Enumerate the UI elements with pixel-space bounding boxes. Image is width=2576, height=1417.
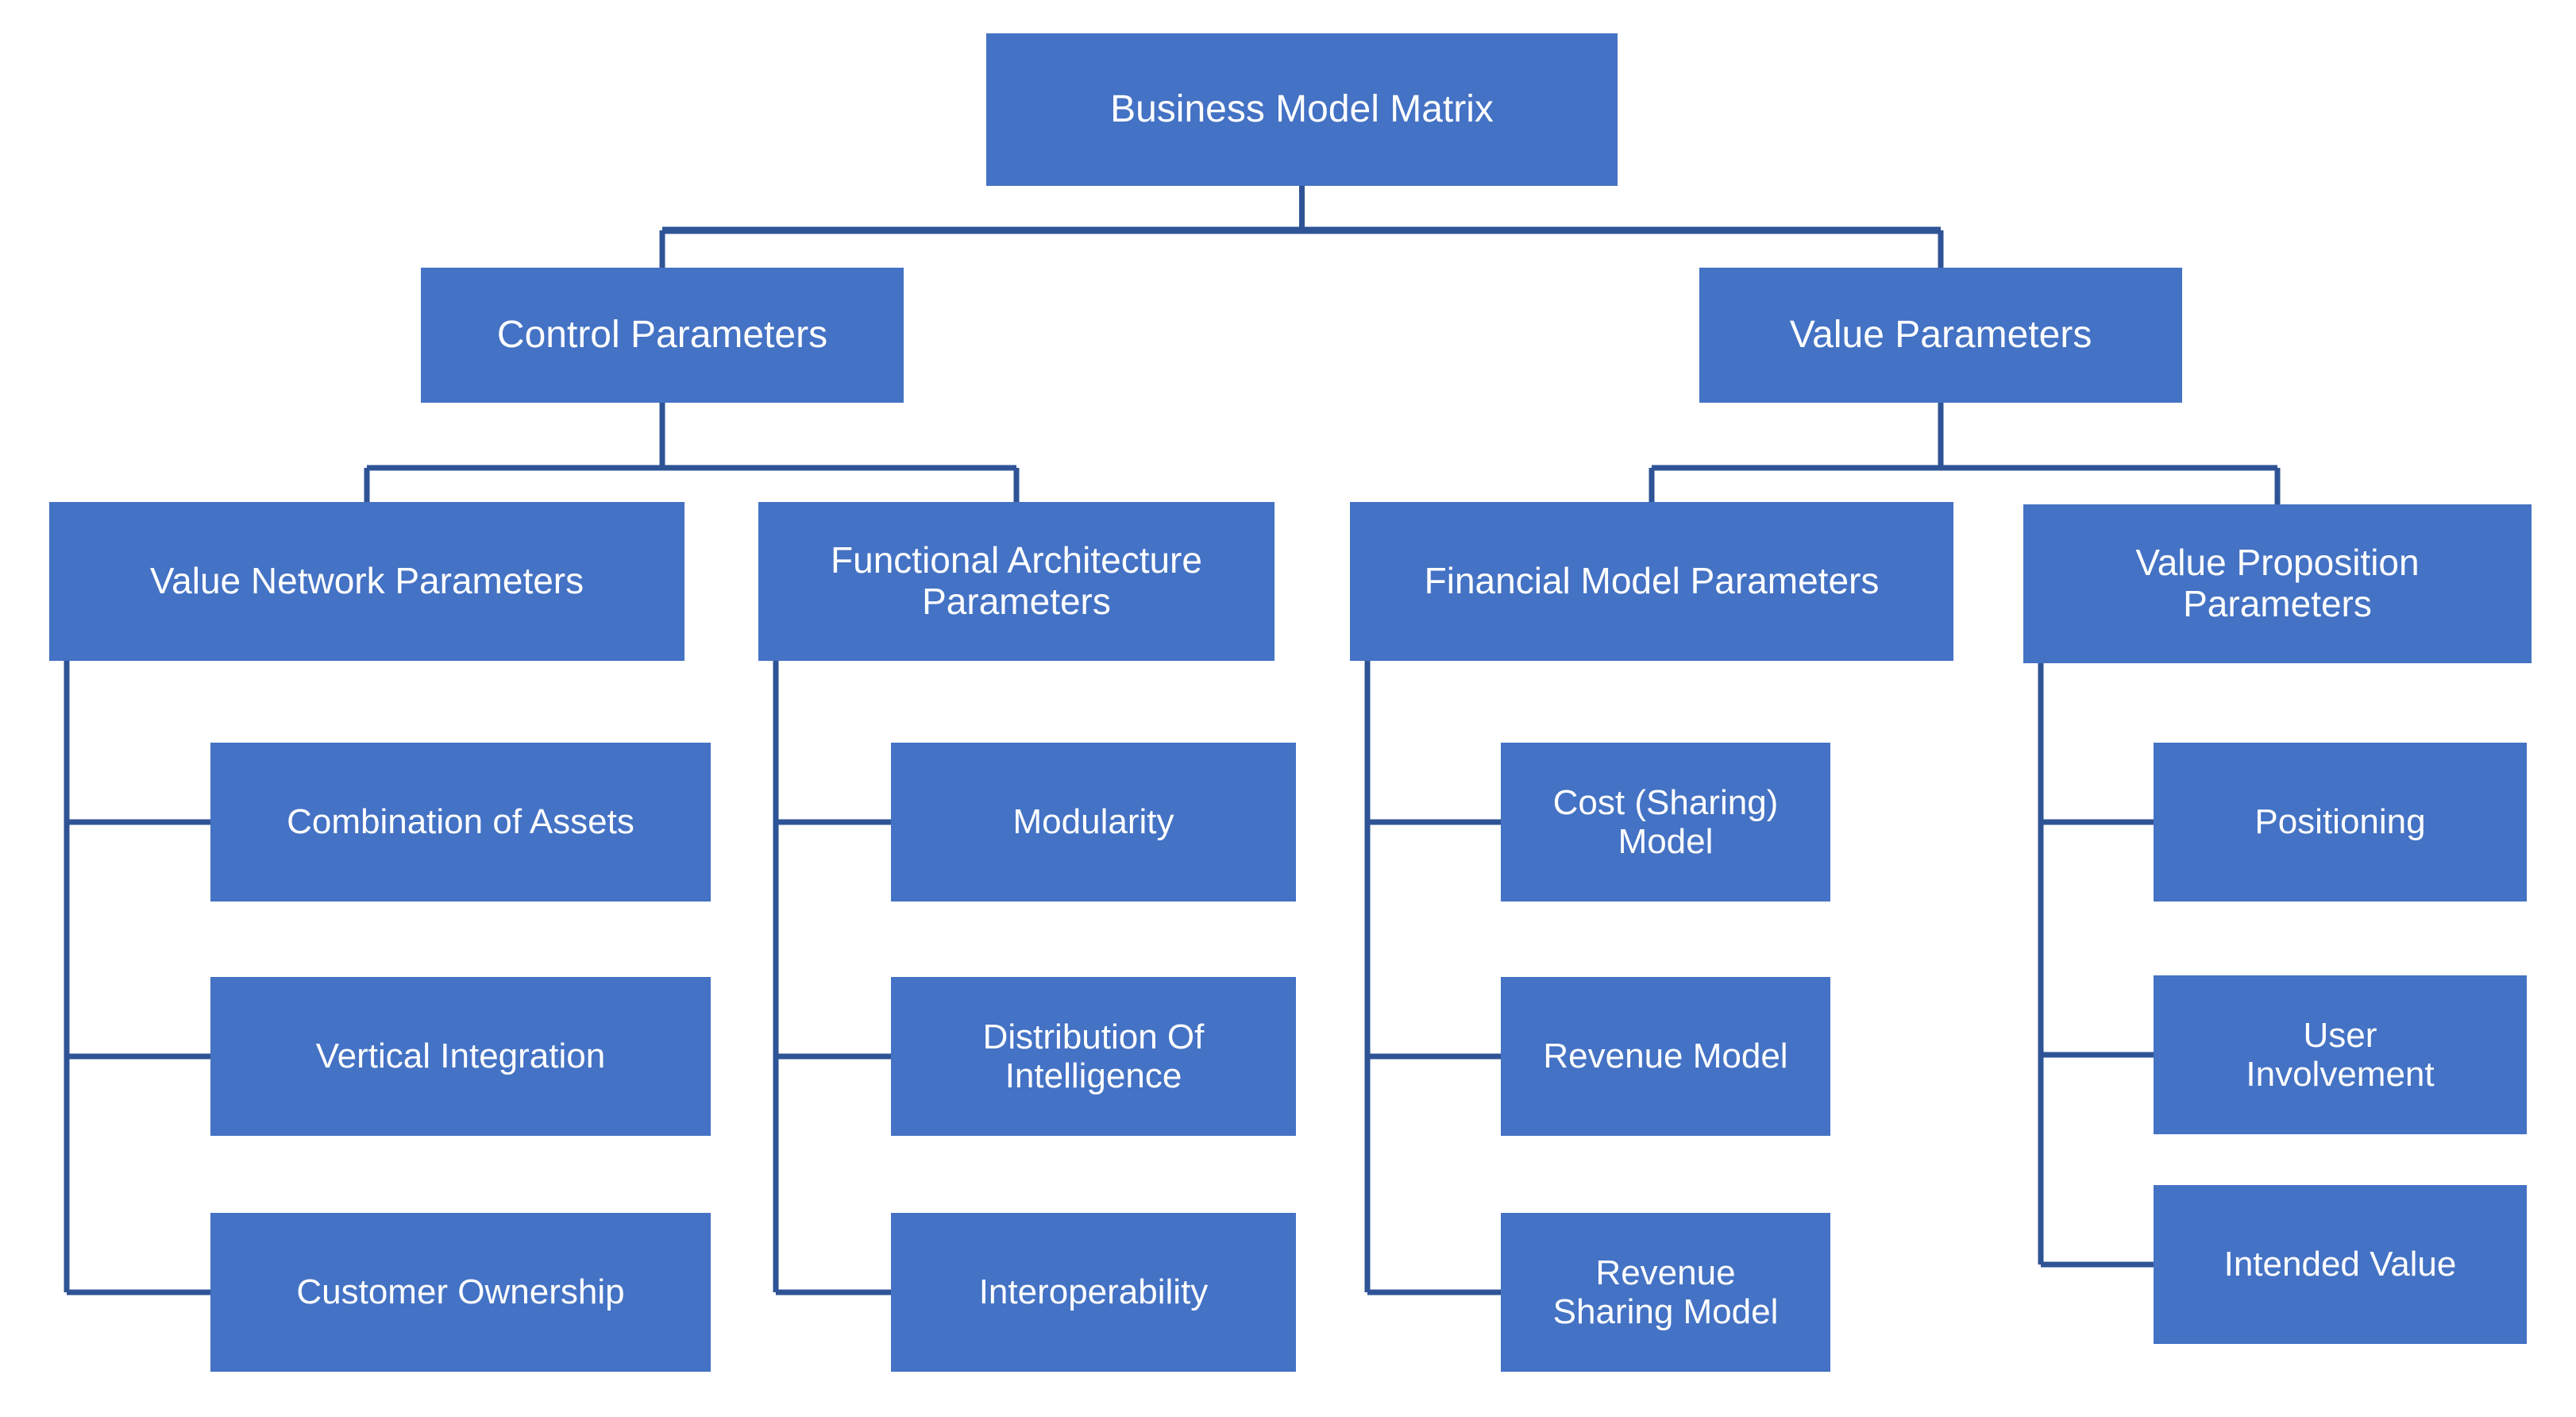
node-positioning[interactable]: Positioning <box>2154 743 2527 902</box>
node-revenue-model[interactable]: Revenue Model <box>1501 977 1830 1136</box>
node-label: Control Parameters <box>496 314 828 357</box>
node-distribution-of-intelligence[interactable]: Distribution Of Intelligence <box>891 977 1296 1136</box>
node-label: User Involvement <box>2246 1015 2435 1094</box>
node-label: Vertical Integration <box>315 1037 606 1076</box>
node-label: Combination of Assets <box>287 802 634 842</box>
node-label: Financial Model Parameters <box>1424 560 1880 602</box>
node-label: Modularity <box>1012 802 1174 842</box>
node-label: Intended Value <box>2223 1245 2457 1284</box>
node-control-parameters[interactable]: Control Parameters <box>421 268 904 403</box>
node-value-proposition-parameters[interactable]: Value Proposition Parameters <box>2023 504 2532 663</box>
node-label: Customer Ownership <box>296 1272 625 1312</box>
node-customer-ownership[interactable]: Customer Ownership <box>210 1213 711 1372</box>
node-financial-model-parameters[interactable]: Financial Model Parameters <box>1350 502 1953 661</box>
node-label: Positioning <box>2254 802 2426 842</box>
node-value-parameters[interactable]: Value Parameters <box>1699 268 2182 403</box>
node-revenue-sharing-model[interactable]: Revenue Sharing Model <box>1501 1213 1830 1372</box>
node-label: Cost (Sharing) Model <box>1552 782 1779 861</box>
node-user-involvement[interactable]: User Involvement <box>2154 975 2527 1134</box>
node-interoperability[interactable]: Interoperability <box>891 1213 1296 1372</box>
node-label: Revenue Model <box>1543 1037 1788 1076</box>
node-value-network-parameters[interactable]: Value Network Parameters <box>49 502 684 661</box>
node-intended-value[interactable]: Intended Value <box>2154 1185 2527 1344</box>
node-functional-architecture-parameters[interactable]: Functional Architecture Parameters <box>758 502 1275 661</box>
node-business-model-matrix[interactable]: Business Model Matrix <box>986 33 1618 186</box>
node-label: Interoperability <box>978 1272 1209 1312</box>
node-label: Value Network Parameters <box>149 560 584 602</box>
node-label: Functional Architecture Parameters <box>831 539 1202 622</box>
node-label: Distribution Of Intelligence <box>982 1017 1205 1095</box>
node-label: Revenue Sharing Model <box>1552 1253 1779 1331</box>
node-label: Value Proposition Parameters <box>2135 542 2420 624</box>
node-label: Business Model Matrix <box>1110 88 1494 131</box>
node-vertical-integration[interactable]: Vertical Integration <box>210 977 711 1136</box>
node-combination-of-assets[interactable]: Combination of Assets <box>210 743 711 902</box>
node-modularity[interactable]: Modularity <box>891 743 1296 902</box>
node-cost-sharing-model[interactable]: Cost (Sharing) Model <box>1501 743 1830 902</box>
node-label: Value Parameters <box>1789 314 2092 357</box>
